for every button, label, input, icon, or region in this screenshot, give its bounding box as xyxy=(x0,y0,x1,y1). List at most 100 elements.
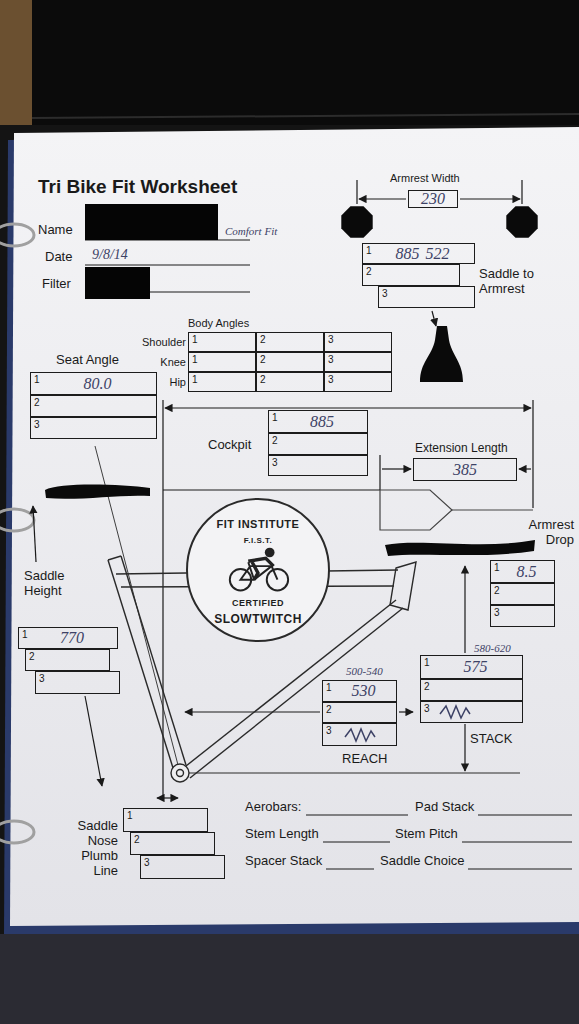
dimension-label: Saddle Height xyxy=(24,568,74,598)
dimension-arrow xyxy=(359,198,406,199)
row-number: 2 xyxy=(260,354,266,365)
row-label: Knee xyxy=(160,355,186,369)
leader-arrow xyxy=(85,696,102,786)
dimension-arrow xyxy=(519,468,531,469)
fabric xyxy=(0,934,579,1024)
reference-line xyxy=(162,400,163,800)
field-label: Saddle Choice xyxy=(380,853,465,868)
dimension-label: Extension Length xyxy=(415,441,508,456)
fill-line xyxy=(323,842,390,843)
row-number: 3 xyxy=(326,725,332,736)
measurement-box: 1770 xyxy=(18,627,118,649)
dimension-label: Saddle Nose Plumb Line xyxy=(64,818,118,878)
row-number: 3 xyxy=(39,673,45,684)
seat-tube xyxy=(108,556,121,560)
dimension-arrow xyxy=(382,468,411,469)
row-number: 2 xyxy=(326,704,332,715)
row-number: 1 xyxy=(22,629,28,640)
redaction xyxy=(85,267,150,299)
row-number: 3 xyxy=(424,703,430,714)
field-label: Filter xyxy=(42,276,71,291)
field-label: Pad Stack xyxy=(415,799,474,814)
row-number: 2 xyxy=(260,374,266,385)
row-label: Shoulder xyxy=(142,335,186,349)
row-number: 3 xyxy=(272,457,278,468)
dimension-arrow xyxy=(157,797,178,798)
head-tube xyxy=(390,562,416,610)
measurement-box: 385 xyxy=(413,458,517,481)
down-tube xyxy=(186,600,396,766)
measured-value: 885 xyxy=(310,413,334,431)
row-number: 2 xyxy=(494,585,500,596)
armrest-marker xyxy=(385,540,535,556)
row-number: 1 xyxy=(326,682,332,693)
row-number: 2 xyxy=(424,681,430,692)
reference-line xyxy=(452,509,533,510)
measurement-box: 3 xyxy=(35,671,120,694)
dimension-label: Armrest Width xyxy=(390,171,460,185)
measurement-box: 230 xyxy=(408,190,458,208)
measurement-box: 1885 xyxy=(268,410,368,433)
dimension-label: Seat Angle xyxy=(56,352,119,367)
dimension-arrow xyxy=(464,724,465,771)
paper-sheet xyxy=(10,127,579,926)
measurement-box: 2 xyxy=(130,832,215,855)
fill-line xyxy=(326,869,374,870)
seat-tube xyxy=(108,560,173,768)
measurement-box: 3 xyxy=(140,855,225,879)
scribble xyxy=(345,729,375,741)
fill-line xyxy=(306,815,408,816)
logo-text: SLOWTWITCH xyxy=(188,612,328,626)
measurement-box: 3 xyxy=(378,286,475,308)
binder-cover xyxy=(32,0,579,125)
measured-value: 80.0 xyxy=(84,375,112,393)
rider xyxy=(248,558,273,579)
measurement-box: 180.0 xyxy=(30,372,157,395)
measured-value: 530 xyxy=(352,682,376,700)
measurement-box: 1 xyxy=(188,372,256,392)
handwritten-note: 500-540 xyxy=(346,664,383,678)
row-number: 3 xyxy=(382,288,388,299)
measurement-box: 3 xyxy=(324,332,392,352)
reference-line xyxy=(379,455,380,490)
field-label: Date xyxy=(45,249,72,264)
leader-arrow xyxy=(33,506,36,562)
measurement-box: 2 xyxy=(25,649,110,671)
measurement-box: 1885522 xyxy=(362,243,475,264)
aerobar-extension xyxy=(380,490,452,530)
measurement-box: 3 xyxy=(324,352,392,372)
fill-line xyxy=(462,842,572,843)
row-number: 2 xyxy=(34,397,40,408)
measurement-box: 3 xyxy=(30,417,157,439)
redaction xyxy=(85,204,218,240)
measured-value: 8.5 xyxy=(517,563,537,581)
handwritten-note: Comfort Fit xyxy=(225,224,277,238)
row-number: 2 xyxy=(260,334,266,345)
measurement-box: 2 xyxy=(256,372,324,392)
measurement-box: 2 xyxy=(490,583,555,605)
field-label: Stem Length xyxy=(245,826,319,841)
row-number: 1 xyxy=(272,412,278,423)
row-number: 1 xyxy=(192,374,198,385)
measurement-box: 3 xyxy=(324,372,392,392)
leader-arrow xyxy=(432,311,436,326)
dimension-label: Cockpit xyxy=(208,437,251,452)
row-label: Hip xyxy=(169,375,186,389)
table-heading: Body Angles xyxy=(188,316,249,330)
measurement-box: 2 xyxy=(362,264,460,286)
measured-value: 885 xyxy=(396,245,420,263)
row-number: 3 xyxy=(328,334,334,345)
field-label: Spacer Stack xyxy=(245,853,322,868)
logo-text: FIT INSTITUTE xyxy=(188,518,328,531)
rider-head xyxy=(265,548,275,558)
saddle-rear-symbol xyxy=(420,326,463,382)
logo-text: F.I.S.T. xyxy=(188,536,328,546)
binder-edge xyxy=(32,114,579,118)
row-number: 2 xyxy=(366,266,372,277)
row-number: 2 xyxy=(272,435,278,446)
armrest-symbol xyxy=(506,206,537,237)
row-number: 3 xyxy=(494,607,500,618)
measurement-box: 1 xyxy=(123,808,208,832)
